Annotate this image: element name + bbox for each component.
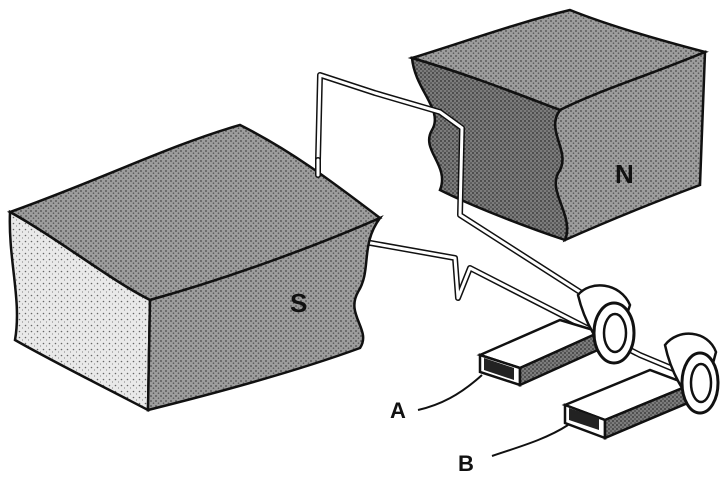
coil-loop [315,72,703,383]
label-b-leader [491,424,569,457]
north-magnet-pole-face [410,56,569,242]
slip-ring-2 [663,332,720,415]
north-magnet [407,8,709,243]
coil-lower-wire-inner [363,240,702,382]
south-magnet-label: S [290,288,307,318]
brush-a [476,318,604,387]
brush-b-label: B [458,451,474,476]
south-magnet-end-face [8,209,152,413]
south-magnet-pole-face [146,214,384,412]
brush-b [561,368,694,440]
south-magnet [6,123,384,413]
brush-a-label: A [390,398,406,423]
coil-wire-inner [316,73,582,294]
north-magnet-label: N [615,159,634,189]
slip-ring-1 [576,284,636,365]
label-a-leader [417,374,483,411]
